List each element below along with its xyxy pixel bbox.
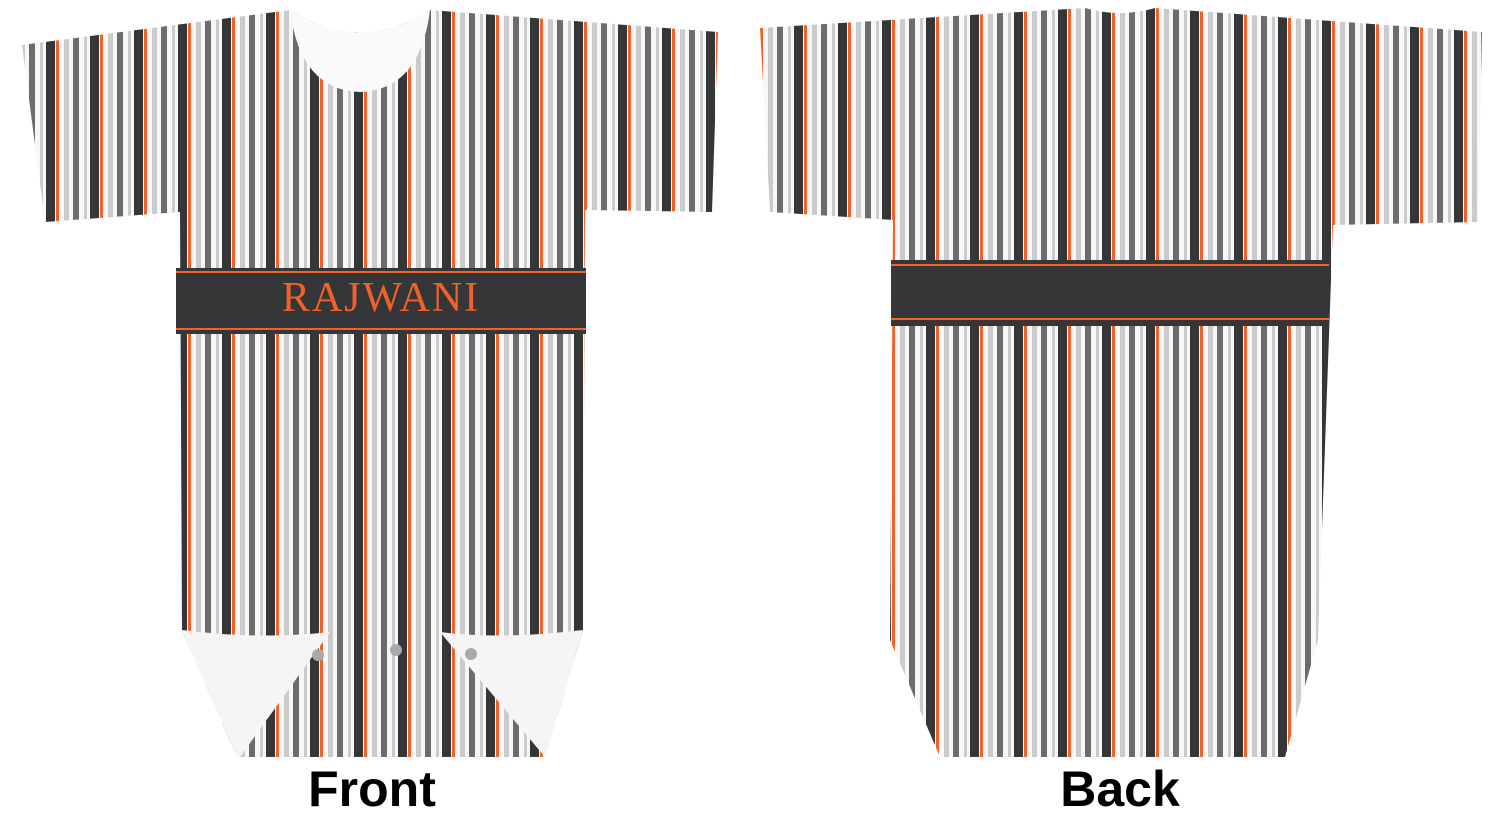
neck-collar bbox=[290, 10, 430, 92]
name-band bbox=[176, 268, 586, 334]
back-onesie bbox=[760, 8, 1482, 757]
back-caption: Back bbox=[1060, 761, 1180, 817]
front-caption: Front bbox=[308, 761, 436, 817]
snap-button bbox=[312, 649, 324, 661]
front-onesie bbox=[22, 10, 718, 757]
back-band bbox=[891, 260, 1329, 326]
personalized-name: RAJWANI bbox=[281, 275, 481, 321]
snap-button bbox=[390, 644, 402, 656]
snap-button bbox=[465, 648, 477, 660]
